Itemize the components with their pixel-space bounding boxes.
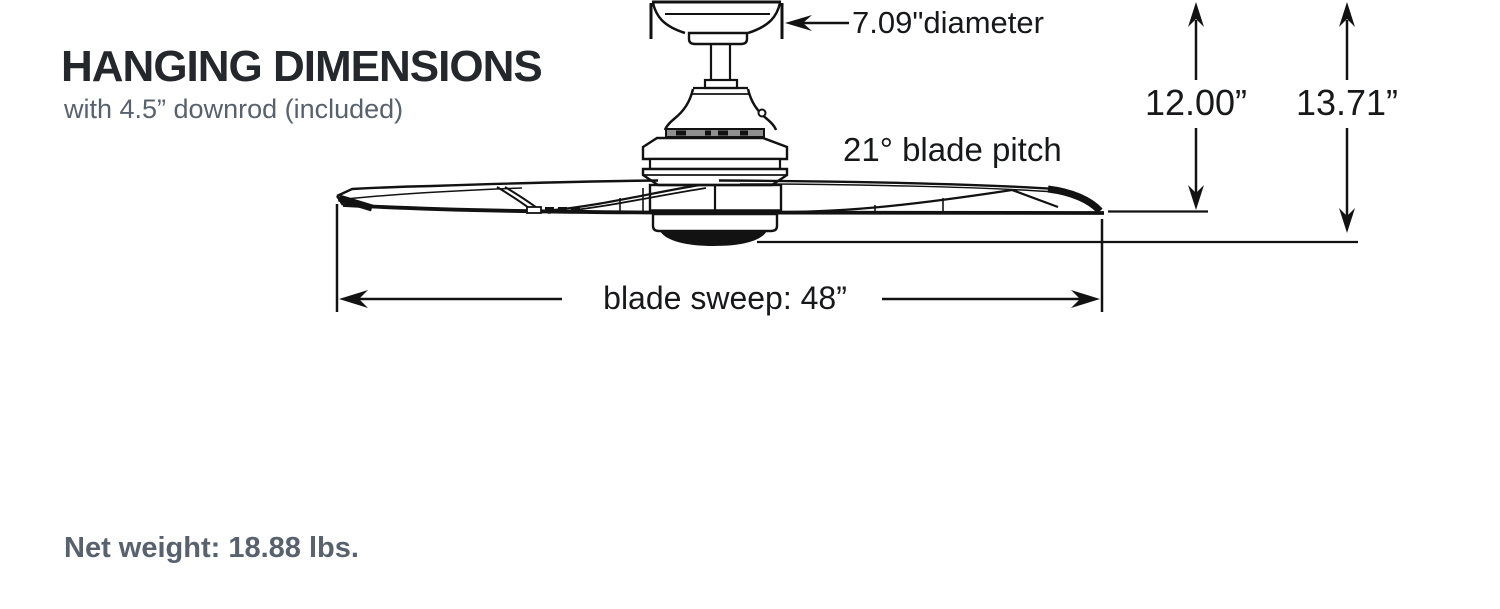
arrow-right-icon bbox=[1071, 290, 1100, 308]
motor-housing bbox=[641, 86, 789, 187]
light-kit bbox=[651, 212, 779, 246]
dimension-height-13 bbox=[757, 2, 1358, 244]
arrow-down-icon bbox=[1339, 208, 1355, 233]
downrod bbox=[703, 44, 739, 90]
arrow-up-icon bbox=[1339, 2, 1355, 27]
page-title: HANGING DIMENSIONS bbox=[61, 42, 543, 91]
arrow-left-icon bbox=[339, 290, 368, 308]
arrow-left-icon bbox=[785, 15, 812, 31]
dimension-height-12 bbox=[1108, 2, 1208, 213]
arrow-up-icon bbox=[1188, 2, 1204, 27]
canopy-diameter-label: 7.09"diameter bbox=[852, 5, 1044, 40]
canopy bbox=[651, 0, 782, 46]
blade-sweep-label: blade sweep: 48” bbox=[603, 280, 847, 316]
arrow-down-icon bbox=[1188, 185, 1204, 210]
blade-pitch-label: 21° blade pitch bbox=[843, 131, 1062, 168]
height-overall-label: 13.71” bbox=[1295, 82, 1399, 123]
net-weight-label: Net weight: 18.88 lbs. bbox=[64, 532, 359, 564]
downrod-subtitle: with 4.5” downrod (included) bbox=[64, 94, 404, 124]
blades bbox=[336, 179, 1105, 215]
height-12-label: 12.00” bbox=[1144, 82, 1248, 123]
dimension-blade-sweep bbox=[335, 204, 1104, 312]
dimension-canopy-diameter bbox=[649, 3, 849, 39]
